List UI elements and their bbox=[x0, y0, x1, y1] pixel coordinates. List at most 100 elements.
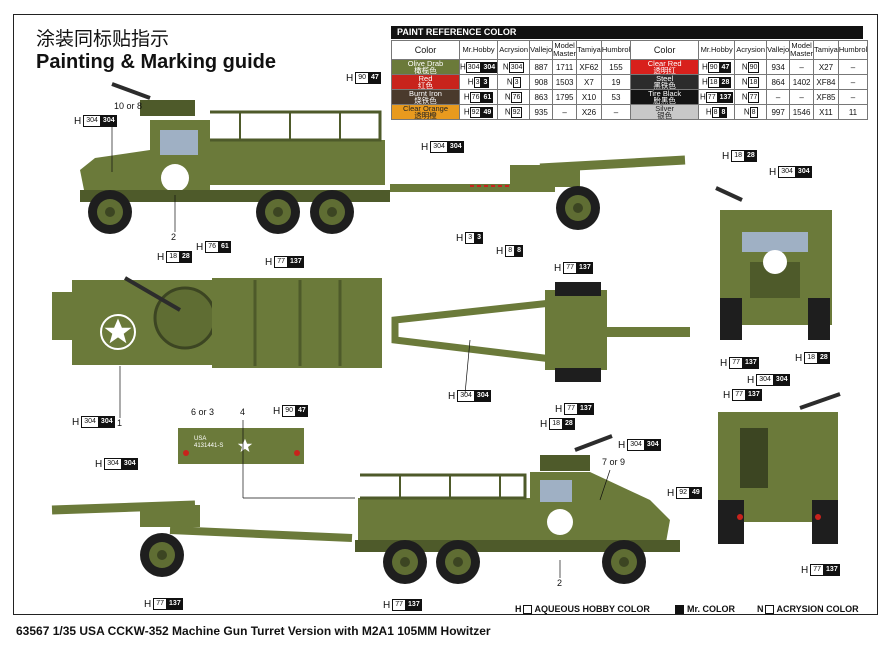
serial-decal: 4131441-S bbox=[194, 443, 224, 449]
paint-table-header: PAINT REFERENCE COLOR bbox=[391, 26, 863, 39]
mr-color-code: 28 bbox=[818, 352, 830, 364]
h-prefix: H bbox=[795, 352, 803, 364]
h-prefix: H bbox=[144, 598, 152, 610]
n-prefix: N bbox=[506, 77, 513, 87]
mr-color-code: 28 bbox=[719, 76, 732, 88]
n-prefix: N bbox=[741, 92, 748, 102]
mr-color-code: 137 bbox=[717, 91, 734, 103]
acrysion-value: 77 bbox=[747, 91, 760, 103]
mr-color-code: 28 bbox=[180, 251, 192, 263]
aqueous-code: 92 bbox=[676, 487, 691, 499]
color-name: Burnt Iron bbox=[409, 89, 442, 98]
h-prefix: H bbox=[801, 564, 809, 576]
aqueous-code: 92 bbox=[469, 106, 482, 118]
h-prefix: H bbox=[157, 251, 165, 263]
legend-mr-color: Mr. COLOR bbox=[675, 604, 735, 614]
aqueous-code: 77 bbox=[810, 564, 825, 576]
vallejo-code: 935 bbox=[529, 104, 554, 120]
aqueous-code: 3 bbox=[465, 232, 476, 244]
mr-color-code: 8 bbox=[719, 106, 728, 118]
col-model-master: Model Master bbox=[552, 40, 578, 60]
howitzer-side-view-right bbox=[390, 155, 686, 230]
title-english: Painting & Marking guide bbox=[36, 51, 277, 73]
mr-color-code: 304 bbox=[644, 439, 661, 451]
aqueous-code: 304 bbox=[465, 61, 482, 73]
mr-color-code: 137 bbox=[577, 262, 593, 274]
truck-side-view-left bbox=[80, 82, 390, 234]
h-prefix: H bbox=[747, 374, 755, 386]
vallejo-code: 908 bbox=[529, 74, 554, 90]
model-master-code: 1402 bbox=[789, 74, 815, 90]
vallejo-code: 997 bbox=[766, 104, 791, 120]
aqueous-code: 18 bbox=[166, 251, 181, 263]
mr-color-code: 8 bbox=[515, 245, 524, 257]
aqueous-code: 90 bbox=[355, 72, 370, 84]
legend-mr-label: Mr. COLOR bbox=[687, 604, 736, 614]
h-prefix: H bbox=[555, 403, 563, 415]
h-prefix: H bbox=[463, 92, 470, 102]
mr-color-code: 304 bbox=[474, 390, 491, 402]
mr-color-code: 49 bbox=[690, 487, 702, 499]
usa-decal: USA bbox=[194, 436, 207, 442]
howitzer-top-view bbox=[391, 282, 690, 382]
mr-color-code: 3 bbox=[481, 76, 490, 88]
aqueous-code: 18 bbox=[707, 76, 720, 88]
color-name-cn: 透明红 bbox=[653, 66, 676, 75]
mr-color-code: 304 bbox=[773, 374, 790, 386]
truck-rear-view bbox=[718, 392, 841, 544]
aqueous-code: 8 bbox=[505, 245, 516, 257]
mr-color-code: 28 bbox=[563, 418, 575, 430]
n-prefix: N bbox=[741, 77, 748, 87]
h-prefix: H bbox=[496, 245, 504, 257]
h-prefix: H bbox=[705, 107, 712, 117]
mr-color-code: 304 bbox=[447, 141, 464, 153]
part-number: 6 or 3 bbox=[191, 407, 215, 417]
acrysion-value: 90 bbox=[747, 61, 760, 73]
part-number: 2 bbox=[171, 232, 177, 242]
color-name: Olive Drab bbox=[407, 59, 444, 68]
aqueous-code: 77 bbox=[729, 357, 744, 369]
h-prefix: H bbox=[769, 166, 777, 178]
n-prefix: N bbox=[502, 62, 509, 72]
h-prefix: H bbox=[72, 416, 80, 428]
h-prefix: H bbox=[722, 150, 730, 162]
mr-color-code: 304 bbox=[98, 416, 115, 428]
legend-n-box-icon bbox=[764, 604, 774, 614]
aqueous-code: 304 bbox=[81, 416, 99, 428]
aqueous-code: 8 bbox=[711, 106, 720, 118]
howitzer-side-view-left bbox=[51, 500, 353, 577]
aqueous-code: 77 bbox=[563, 262, 578, 274]
part-number: 4 bbox=[240, 407, 246, 417]
legend-h-icon: H bbox=[515, 604, 522, 614]
aqueous-code: 18 bbox=[549, 418, 564, 430]
h-prefix: H bbox=[421, 141, 429, 153]
legend-mr-box-icon bbox=[675, 604, 684, 614]
color-name: Clear Orange bbox=[402, 104, 449, 113]
humbrol-code: 11 bbox=[837, 104, 869, 120]
aqueous-code: 304 bbox=[756, 374, 774, 386]
mr-color-code: 61 bbox=[219, 241, 231, 253]
legend-acrysion-label: ACRYSION COLOR bbox=[776, 604, 859, 614]
part-number: 10 or 8 bbox=[114, 101, 143, 111]
h-prefix: H bbox=[74, 115, 82, 127]
model-master-code: – bbox=[552, 104, 578, 120]
truck-side-view-right bbox=[355, 434, 680, 584]
aqueous-code: 77 bbox=[392, 599, 407, 611]
mr-color-code: 47 bbox=[719, 61, 732, 73]
aqueous-code: 76 bbox=[469, 91, 482, 103]
